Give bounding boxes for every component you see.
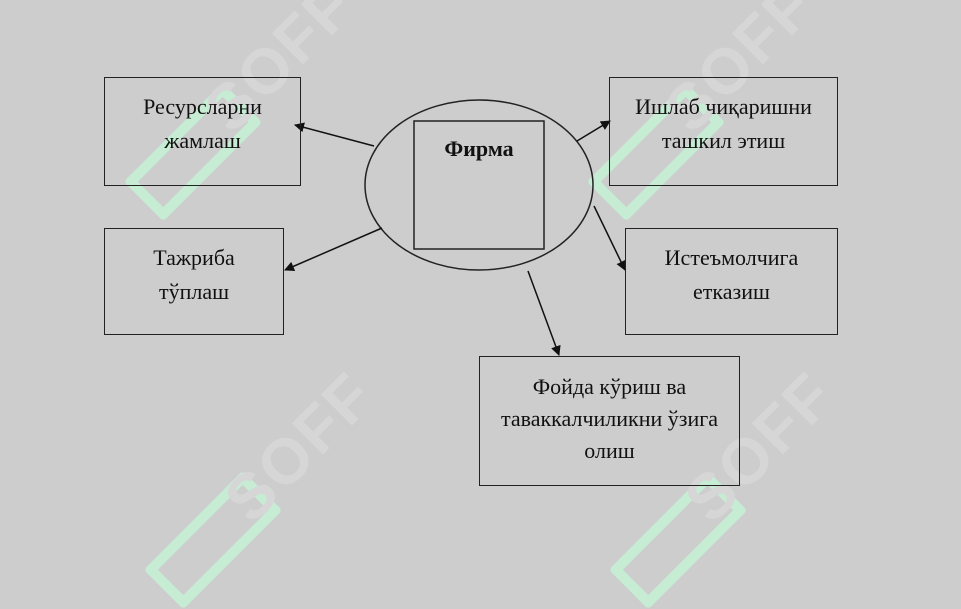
firm-square [413,120,545,250]
arrow-to-production [576,120,611,142]
diagram-canvas: SOFF SOFF SOFF SOFF Фирма Ресурсларни жа… [104,77,838,609]
node-production-label: Ишлаб чиқаришни ташкил этиш [635,94,812,153]
node-experience-label: Тажриба тўплаш [153,245,235,304]
node-profit-label: Фойда кўриш ва таваккалчиликни ўзига оли… [500,374,719,463]
node-resources-label: Ресурсларни жамлаш [143,94,262,153]
diagram-connectors [284,99,626,356]
arrow-to-delivery [593,205,626,271]
arrow-to-resources [294,122,375,147]
node-delivery-label: Истеъмолчига етказиш [664,245,799,304]
firm-label: Фирма [444,136,514,161]
firm-ellipse [364,99,594,271]
node-experience: Тажриба тўплаш [104,228,284,335]
arrow-to-profit [527,270,561,356]
node-resources: Ресурсларни жамлаш [104,77,301,186]
node-production: Ишлаб чиқаришни ташкил этиш [609,77,838,186]
node-delivery: Истеъмолчига етказиш [625,228,838,335]
node-profit: Фойда кўриш ва таваккалчиликни ўзига оли… [479,356,740,486]
arrow-to-experience [284,227,383,272]
